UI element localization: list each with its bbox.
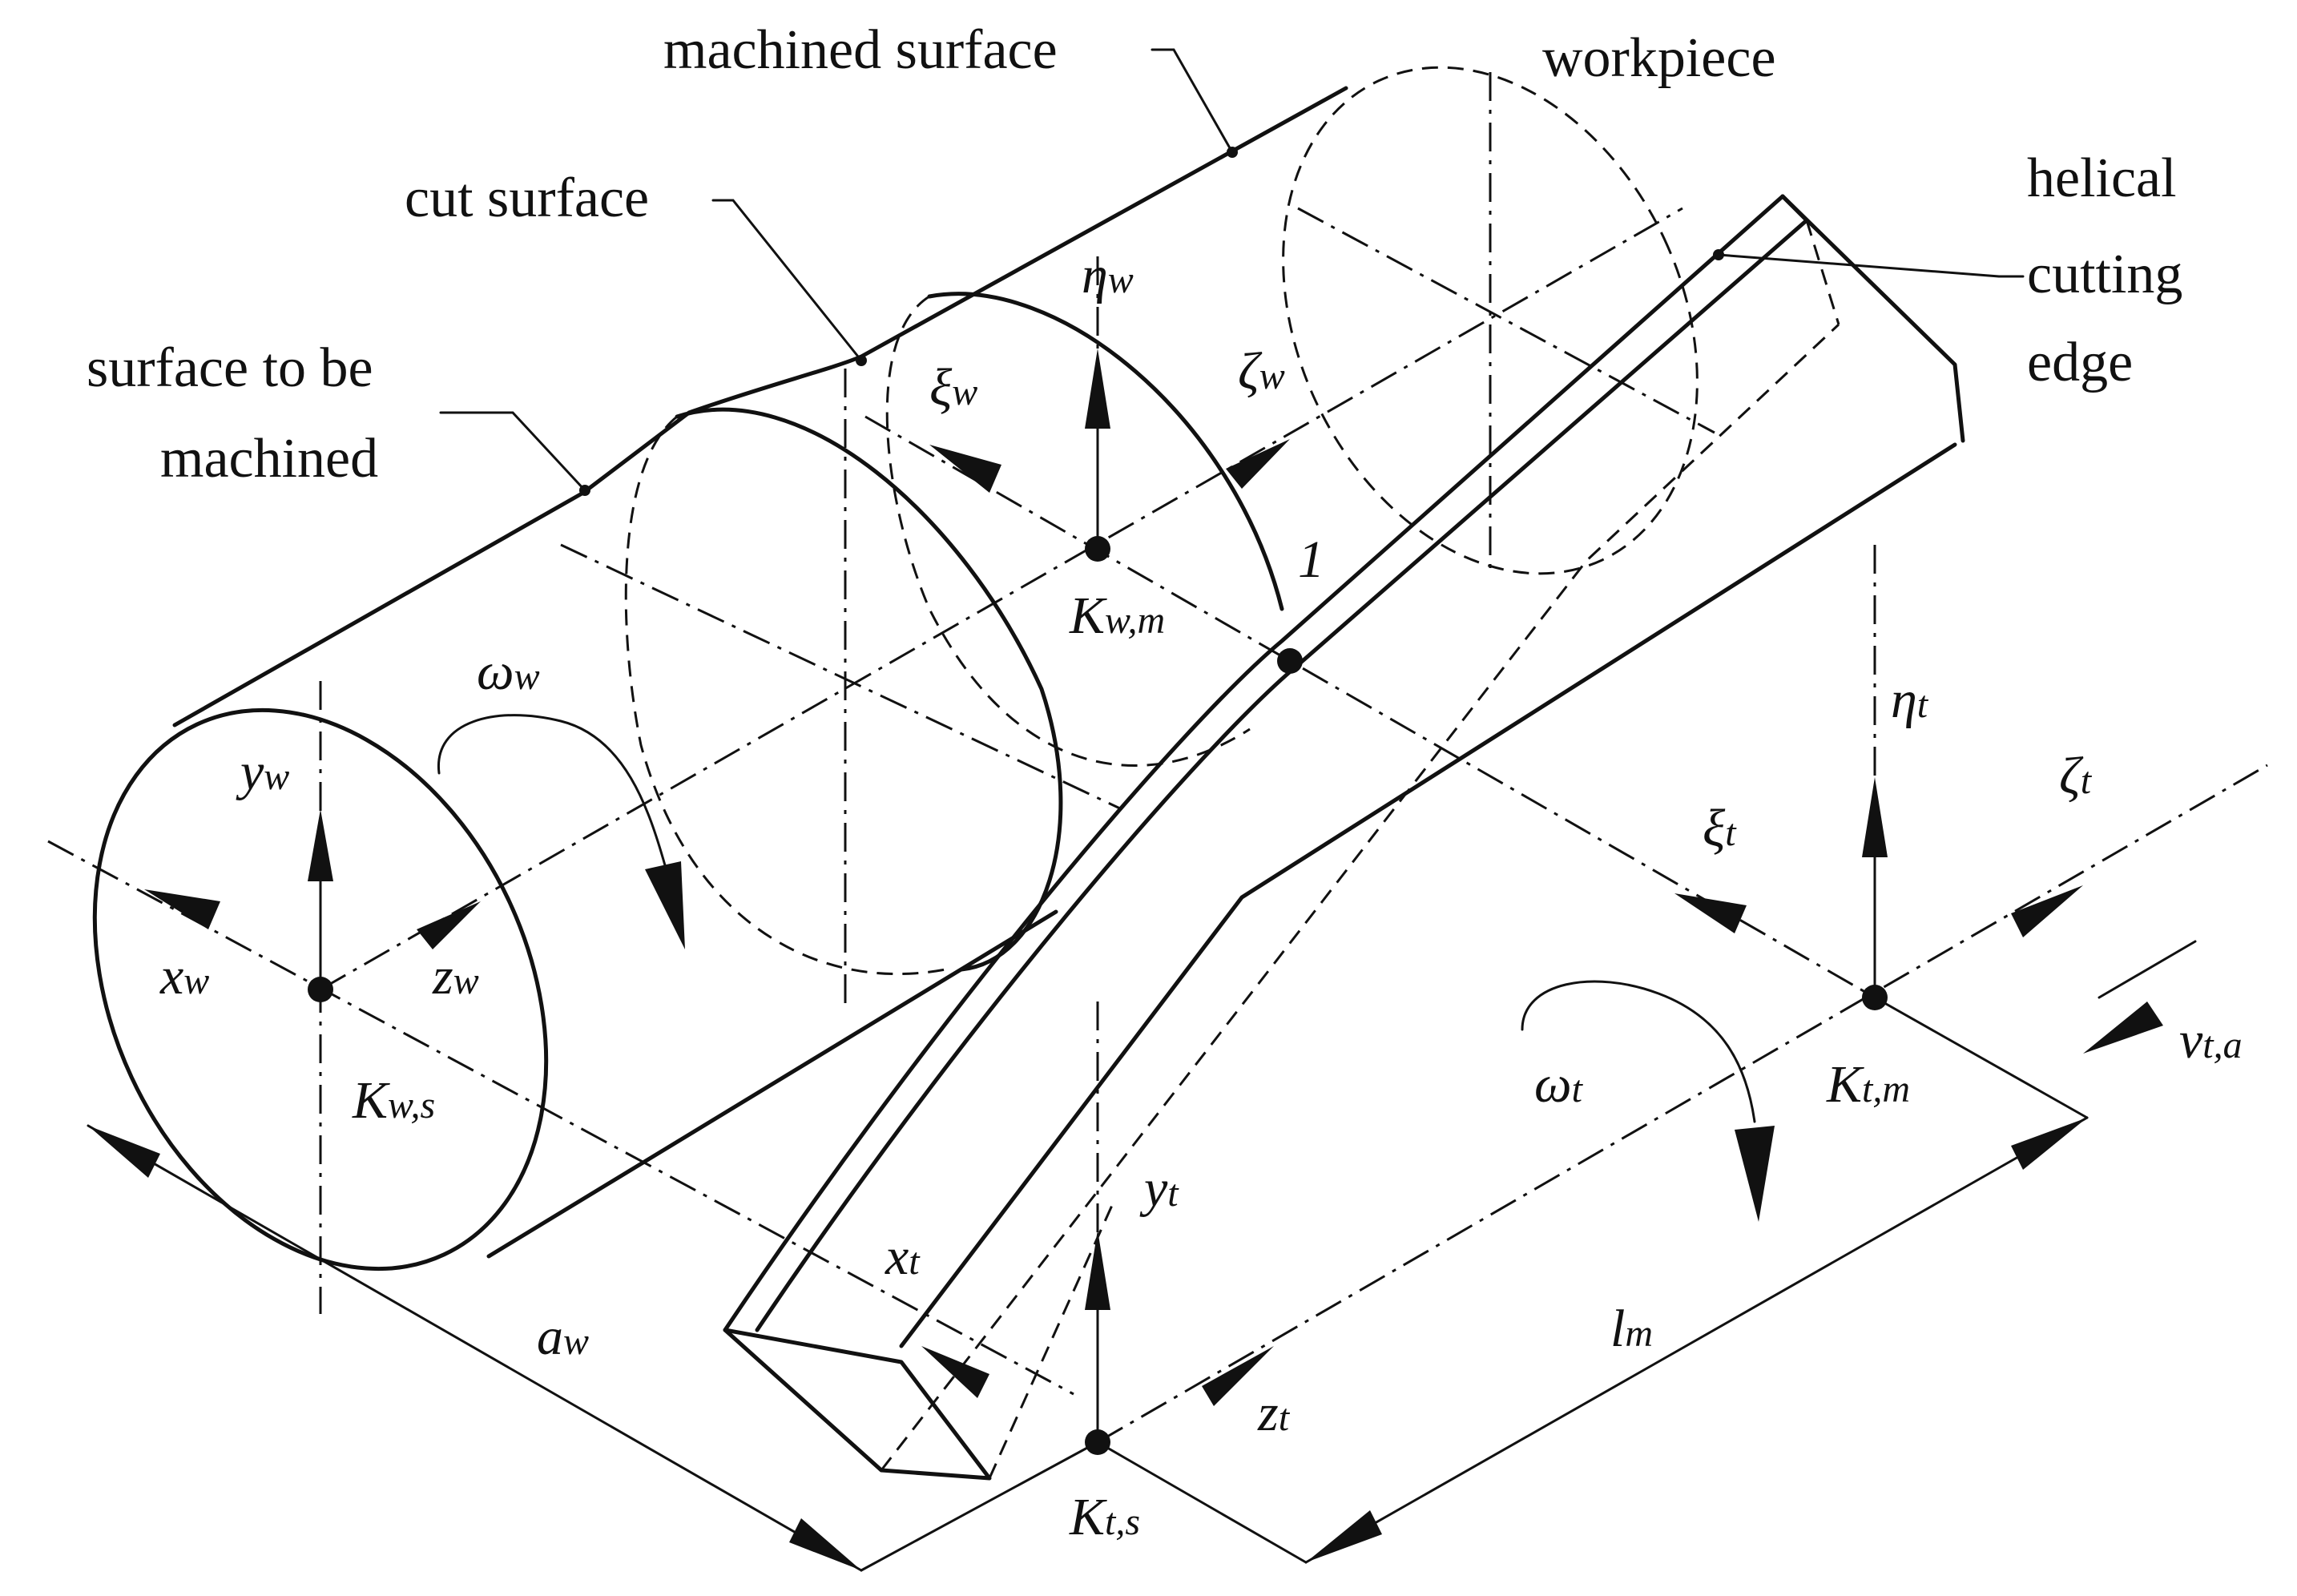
omega-w-arc — [437, 714, 667, 867]
xw-arrowhead — [144, 889, 220, 929]
symbol-y-w: yw — [236, 743, 289, 801]
label-cutting: cutting — [2027, 244, 2182, 305]
omega-t-arc — [1521, 980, 1756, 1123]
symbol-z-w: zw — [432, 947, 479, 1006]
yt-arrowhead — [1085, 1230, 1110, 1310]
workpiece-cylinder — [92, 66, 1699, 1272]
K-wm-point — [1085, 536, 1110, 562]
aw-arrow-left — [88, 1126, 160, 1178]
label-helical: helical — [2027, 147, 2177, 209]
yw-arrowhead — [308, 809, 333, 881]
rotation-arrows — [437, 714, 1775, 1222]
symbol-x-w: xw — [159, 947, 209, 1006]
text-labels: machined surface workpiece cut surface s… — [87, 19, 2182, 490]
symbol-zeta-t: ζt — [2059, 747, 2093, 805]
label-machined-surface: machined surface — [663, 19, 1058, 81]
label-workpiece: workpiece — [1542, 27, 1776, 89]
zt-arrowhead — [1202, 1346, 1274, 1406]
tool-prism — [723, 194, 1965, 1481]
symbol-a-w: aw — [537, 1308, 589, 1366]
symbol-labels: ηw ξw ζw Kw,m 1 ωw yw xw zw Kw,s ηt ζt ξ… — [159, 246, 2243, 1546]
workpiece-front-face — [92, 707, 549, 1272]
label-machined: machined — [160, 428, 378, 490]
cut-surface-circle-visible — [675, 407, 1063, 972]
omega-w-arrowhead — [645, 861, 685, 949]
xi-t-arrowhead — [1674, 893, 1747, 933]
symbol-v-ta: vt,a — [2179, 1011, 2243, 1070]
machined-circle-hidden — [885, 295, 1251, 768]
symbol-K-ts: Kt,s — [1069, 1488, 1140, 1546]
vta-arrowhead — [2083, 1002, 2163, 1054]
cut-surface-circle-hidden — [624, 415, 946, 976]
symbol-1: 1 — [1298, 530, 1324, 589]
xt-arrowhead — [921, 1346, 989, 1398]
K-ts-point — [1085, 1429, 1110, 1455]
center-lines — [47, 72, 2268, 1444]
eta-w-arrowhead — [1085, 349, 1110, 429]
zeta-w-arrowhead — [1226, 439, 1290, 489]
tool-outer-edge-left — [723, 194, 1785, 1332]
workpiece-bottom-outline — [486, 909, 1058, 1259]
tool-outer-edge-right — [899, 442, 1957, 1348]
axis-arrows — [144, 349, 2197, 1444]
symbol-y-t: yt — [1139, 1159, 1179, 1218]
symbol-zeta-w: ζw — [1238, 342, 1285, 401]
symbol-K-ws: Kw,s — [352, 1071, 435, 1130]
zw-arrowhead — [417, 901, 481, 949]
label-edge: edge — [2027, 332, 2133, 393]
symbol-omega-w: ωw — [477, 643, 540, 701]
workpiece-back-face — [1282, 66, 1699, 575]
label-surface-to-be: surface to be — [87, 337, 373, 399]
tool-top-edge — [1780, 194, 1809, 223]
label-cut-surface: cut surface — [405, 167, 649, 229]
symbol-K-wm: Kw,m — [1069, 586, 1165, 645]
tool-inner-edge-left — [755, 218, 1809, 1332]
symbol-z-t: zt — [1257, 1384, 1291, 1442]
symbol-K-tm: Kt,m — [1826, 1055, 1910, 1114]
zeta-t-arrowhead — [2011, 885, 2083, 937]
tool-hidden-edges — [880, 220, 1840, 1479]
tool-bottom-end — [723, 1328, 992, 1481]
point-1 — [1277, 648, 1303, 674]
xi-w-arrowhead — [929, 445, 1001, 493]
symbol-xi-w: ξw — [929, 358, 977, 417]
symbol-eta-w: ηw — [1082, 246, 1134, 304]
symbol-eta-t: ηt — [1891, 671, 1929, 729]
symbol-x-t: xt — [885, 1227, 921, 1286]
dimensions — [87, 996, 2089, 1572]
symbol-omega-t: ωt — [1534, 1055, 1584, 1114]
K-tm-point — [1862, 985, 1888, 1010]
symbol-xi-t: ξt — [1703, 799, 1737, 857]
lm-arrow-left — [1306, 1510, 1382, 1562]
eta-t-arrowhead — [1862, 777, 1888, 857]
leader-lines — [439, 48, 2025, 492]
omega-t-arrowhead — [1735, 1126, 1775, 1222]
K-ws-point — [308, 977, 333, 1002]
lm-arrow-right — [2011, 1118, 2087, 1170]
aw-arrow-right — [789, 1518, 861, 1570]
symbol-l-m: lm — [1610, 1300, 1653, 1358]
machined-circle-visible — [927, 292, 1284, 611]
tool-top-end — [1780, 194, 1965, 443]
